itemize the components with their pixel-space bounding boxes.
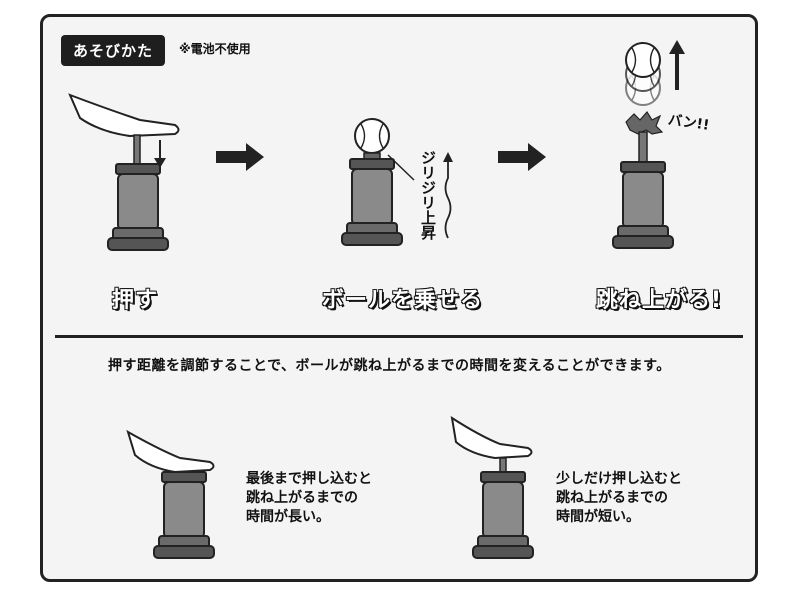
arrow-right-icon-1 [216, 143, 264, 171]
no-battery-note: ※電池不使用 [179, 42, 251, 56]
instructions-card: あそびかた ※電池不使用 [40, 14, 758, 582]
example-long-line: 時間が長い。 [246, 509, 330, 525]
example-short-illustration [450, 415, 534, 559]
example-short-line: 少しだけ押し込むと [556, 471, 682, 487]
step3-caption: 跳ね上がる! [595, 287, 723, 313]
example-long-text: 最後まで押し込むと 跳ね上がるまでの 時間が長い。 [246, 470, 372, 527]
step2-illustration [341, 118, 453, 246]
description-text: 押す距離を調節することで、ボールが跳ね上がるまでの時間を変えることができます。 [108, 358, 671, 374]
section-divider [55, 335, 743, 338]
arrow-right-icon-2 [498, 143, 546, 171]
section-title: あそびかた [61, 35, 166, 66]
example-long-illustration [126, 429, 215, 559]
step1-illustration [68, 93, 180, 251]
example-short-line: 跳ね上がるまでの [556, 490, 668, 506]
example-long-line: 最後まで押し込むと [246, 471, 372, 487]
step2-caption: ボールを乗せる [321, 287, 484, 313]
example-short-line: 時間が短い。 [556, 509, 640, 525]
rising-slowly-label: ジリジリ上昇 [419, 150, 437, 240]
example-short-text: 少しだけ押し込むと 跳ね上がるまでの 時間が短い。 [556, 470, 682, 527]
step3-illustration [612, 40, 685, 249]
example-long-line: 跳ね上がるまでの [246, 490, 358, 506]
step1-caption: 押す [111, 287, 159, 313]
launcher-pressed-light [472, 471, 534, 559]
launcher-pressed-full [153, 471, 215, 559]
